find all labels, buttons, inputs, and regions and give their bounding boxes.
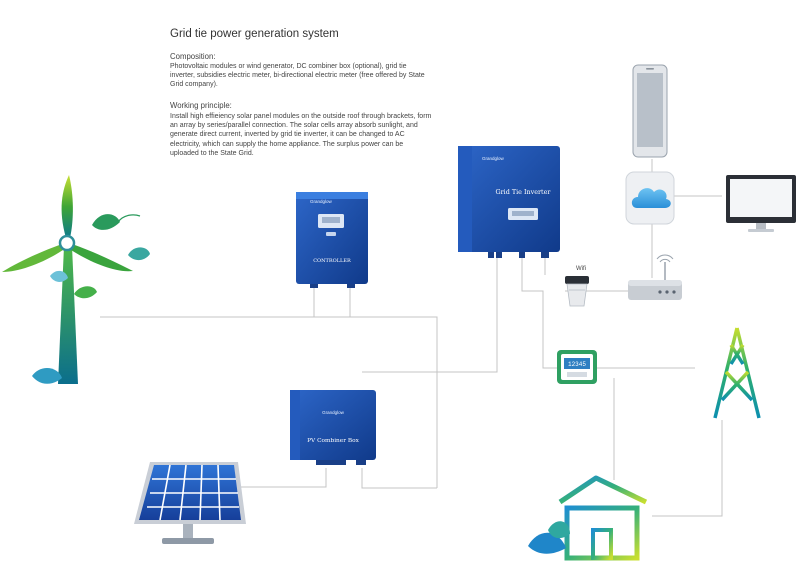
pv-combiner-box-device: Grandglow PV Combiner Box bbox=[290, 390, 376, 465]
wifi-label: Wifi bbox=[576, 266, 586, 272]
wifi-module-icon: Wifi bbox=[565, 266, 589, 307]
solar-panel-icon bbox=[134, 462, 246, 544]
grid-tie-inverter-device: Grandglow Grid Tie Inverter bbox=[458, 146, 560, 258]
cloud-icon bbox=[625, 171, 675, 225]
inverter-label: Grid Tie Inverter bbox=[496, 188, 552, 196]
monitor-icon bbox=[726, 175, 796, 232]
wind-turbine-icon bbox=[2, 175, 150, 384]
router-icon bbox=[628, 254, 682, 300]
controller-label: CONTROLLER bbox=[313, 258, 351, 264]
house-icon bbox=[528, 475, 648, 561]
composition-text: Photovoltaic modules or wind generator, … bbox=[170, 63, 425, 89]
composition-heading: Composition: bbox=[170, 52, 216, 61]
pylon-icon bbox=[705, 327, 769, 420]
controller-keypad bbox=[326, 232, 336, 236]
wiring bbox=[100, 159, 723, 517]
phone-icon bbox=[632, 64, 668, 158]
working-text: Install high effieiency solar panel modu… bbox=[170, 113, 432, 157]
working-heading: Working principle: bbox=[170, 101, 232, 110]
page-title: Grid tie power generation system bbox=[170, 28, 339, 40]
meter-reading: 12345 bbox=[568, 361, 586, 368]
combiner-brand: Grandglow bbox=[322, 410, 345, 415]
controller-brand: Grandglow bbox=[310, 199, 333, 204]
meter-icon: 12345 bbox=[557, 350, 597, 384]
combiner-label: PV Combiner Box bbox=[307, 438, 359, 444]
controller-device: Grandglow CONTROLLER bbox=[296, 192, 368, 288]
inverter-brand: Grandglow bbox=[482, 156, 505, 161]
